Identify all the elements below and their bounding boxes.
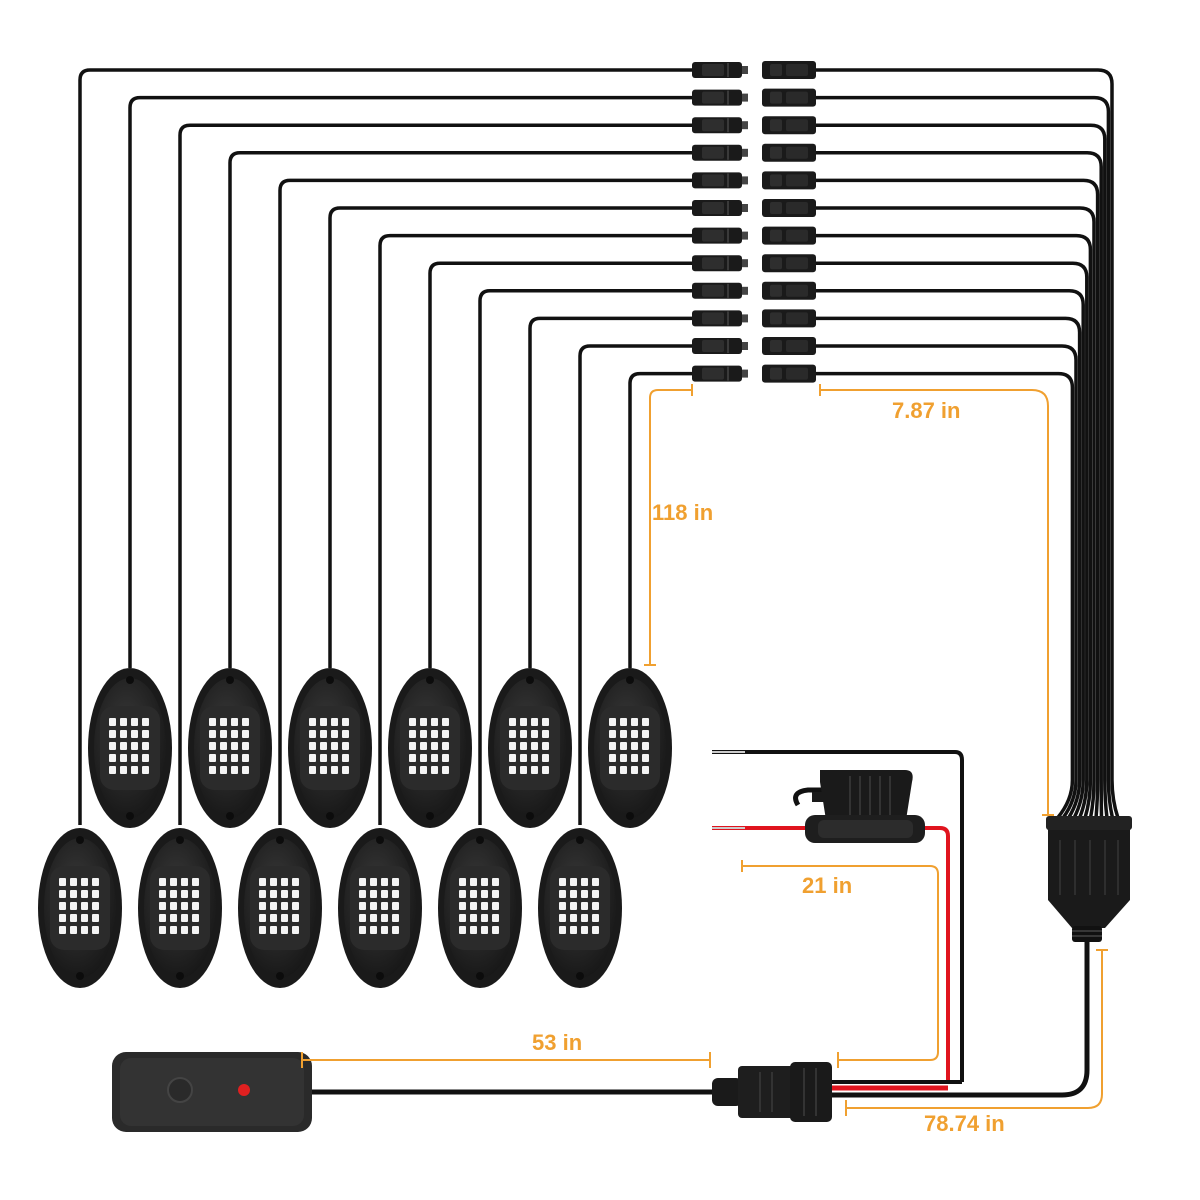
bundle-cable bbox=[815, 206, 1096, 819]
rock-light-icon bbox=[438, 828, 522, 988]
rock-light-icon bbox=[188, 668, 272, 828]
dim-line-7874 bbox=[846, 950, 1103, 1109]
light-cable bbox=[428, 261, 695, 668]
rock-light-icon bbox=[138, 828, 222, 988]
dimension-lines bbox=[301, 384, 1108, 1116]
red-power-wire bbox=[712, 826, 950, 1082]
connector-icon bbox=[692, 337, 816, 355]
connector-pairs bbox=[692, 61, 816, 383]
connector-icon bbox=[692, 143, 816, 162]
dim-label-21: 21 in bbox=[802, 873, 852, 898]
bundle-cable bbox=[815, 151, 1104, 819]
main-cable-wire bbox=[830, 942, 1090, 1098]
light-cable bbox=[378, 233, 695, 825]
connector-icon bbox=[692, 199, 816, 217]
connector-icon bbox=[692, 88, 816, 107]
connector-icon bbox=[692, 364, 816, 383]
bundle-cable bbox=[815, 261, 1089, 819]
dim-label-787: 7.87 in bbox=[892, 398, 960, 423]
light-cable bbox=[78, 68, 695, 825]
rock-light-icon bbox=[38, 828, 122, 988]
light-cables bbox=[78, 68, 695, 825]
dim-line-118 bbox=[649, 389, 692, 665]
light-cable bbox=[178, 123, 695, 825]
rock-light-icon bbox=[388, 668, 472, 828]
black-power-wire bbox=[712, 750, 964, 1082]
light-cable bbox=[528, 316, 695, 668]
connector-icon bbox=[692, 116, 816, 135]
rock-lights bbox=[38, 668, 672, 988]
light-cable bbox=[478, 289, 695, 825]
bundle-cable bbox=[815, 316, 1082, 819]
indicator-led-icon bbox=[238, 1084, 250, 1096]
connector-icon bbox=[692, 254, 816, 273]
dim-label-53: 53 in bbox=[532, 1030, 582, 1055]
rock-light-icon bbox=[238, 828, 322, 988]
connector-icon bbox=[692, 226, 816, 245]
fuse-holder-icon bbox=[793, 770, 925, 843]
splitter-hub-icon bbox=[1046, 816, 1132, 942]
light-cable bbox=[128, 95, 695, 668]
bundle-cable bbox=[815, 178, 1100, 819]
bundle-cable bbox=[815, 68, 1120, 819]
main-connector-icon bbox=[712, 1062, 832, 1122]
bundle-cable bbox=[815, 123, 1109, 819]
rock-light-icon bbox=[338, 828, 422, 988]
cable-bundle bbox=[815, 68, 1120, 820]
inline-switch-icon bbox=[112, 1052, 312, 1132]
bundle-cable bbox=[815, 95, 1115, 819]
rock-light-icon bbox=[288, 668, 372, 828]
dim-line-21 bbox=[742, 865, 939, 1061]
rock-light-icon bbox=[488, 668, 572, 828]
light-cable bbox=[228, 151, 695, 668]
dim-label-118: 118 in bbox=[652, 500, 713, 525]
wire-tips bbox=[712, 751, 745, 829]
connector-icon bbox=[692, 61, 816, 79]
light-cable bbox=[628, 371, 695, 668]
bundle-cable bbox=[815, 233, 1093, 819]
bundle-cable bbox=[815, 371, 1075, 820]
power-wiring bbox=[300, 750, 1090, 1098]
connector-icon bbox=[692, 281, 816, 300]
bundle-cable bbox=[815, 344, 1078, 820]
light-cable bbox=[278, 178, 695, 825]
bundle-cable bbox=[815, 289, 1085, 819]
rock-light-icon bbox=[538, 828, 622, 988]
switch-button-icon bbox=[167, 1077, 193, 1103]
dim-label-7874: 78.74 in bbox=[924, 1111, 1005, 1136]
connector-icon bbox=[692, 309, 816, 328]
dim-line-787 bbox=[820, 389, 1049, 815]
rock-light-icon bbox=[88, 668, 172, 828]
light-cable bbox=[328, 206, 695, 668]
light-cable bbox=[578, 344, 695, 825]
connector-icon bbox=[692, 171, 816, 190]
rock-light-icon bbox=[588, 668, 672, 828]
